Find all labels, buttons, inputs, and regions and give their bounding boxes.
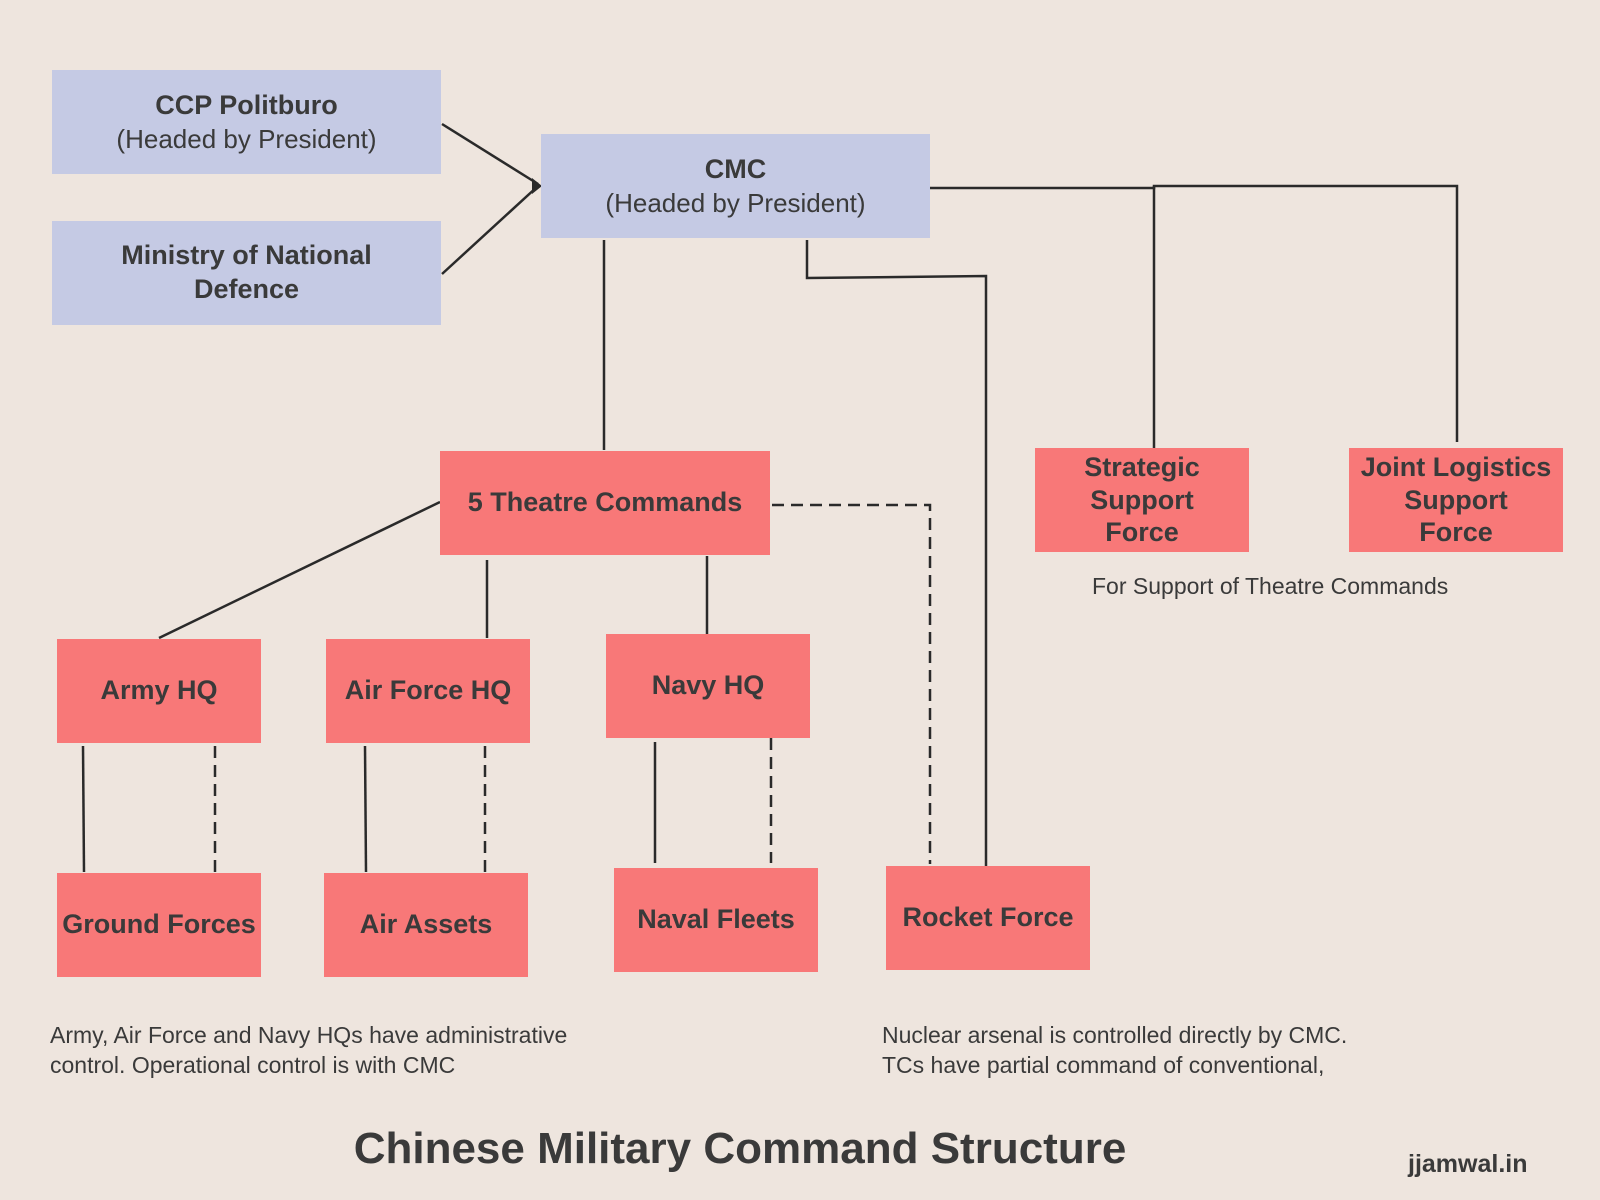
cmc-sub: (Headed by President) (605, 187, 866, 218)
theatre-commands-name: 5 Theatre Commands (467, 487, 743, 518)
link-airforce-air-solid (363, 745, 368, 873)
admin-control-note: Army, Air Force and Navy HQs have admini… (50, 1021, 567, 1081)
ssf-line3: Force (1105, 517, 1179, 548)
nuclear-note-line1: Nuclear arsenal is controlled directly b… (882, 1022, 1348, 1048)
ssf-line2: Support (1090, 484, 1194, 515)
link-cmc-jlsf (930, 184, 1459, 442)
ccp-politburo-name: CCP Politburo (155, 89, 338, 120)
node-army-hq: Army HQ (57, 639, 261, 743)
link-cmc-rocket (805, 240, 988, 866)
node-air-force-hq: Air Force HQ (326, 639, 530, 743)
support-note: For Support of Theatre Commands (1092, 573, 1449, 599)
node-theatre-commands: 5 Theatre Commands (440, 451, 770, 555)
ground-forces-name: Ground Forces (62, 909, 256, 940)
diagram-title: Chinese Military Command Structure (353, 1124, 1127, 1173)
naval-fleets-name: Naval Fleets (637, 904, 795, 935)
link-ccp-cmc (441, 122, 539, 186)
node-ccp-politburo: CCP Politburo (Headed by President) (52, 70, 441, 174)
node-navy-hq: Navy HQ (606, 634, 810, 738)
navy-hq-name: Navy HQ (651, 670, 765, 701)
rocket-force-name: Rocket Force (902, 902, 1074, 933)
node-ministry-defence: Ministry of National Defence (52, 221, 441, 325)
site-watermark: jjamwal.in (1408, 1150, 1528, 1178)
node-joint-logistics-support-force: Joint Logistics Support Force (1349, 448, 1563, 552)
admin-note-line2: control. Operational control is with CMC (50, 1051, 456, 1078)
ccp-politburo-sub: (Headed by President) (116, 123, 377, 154)
node-air-assets: Air Assets (324, 873, 528, 977)
node-cmc: CMC (Headed by President) (541, 134, 930, 238)
nuclear-control-note: Nuclear arsenal is controlled directly b… (882, 1021, 1347, 1081)
admin-note-line1: Army, Air Force and Navy HQs have admini… (50, 1022, 568, 1048)
link-mnd-cmc (441, 185, 539, 275)
jlsf-line1: Joint Logistics (1360, 451, 1552, 482)
link-army-ground-solid (81, 745, 86, 873)
node-ground-forces: Ground Forces (57, 873, 261, 977)
nuclear-note-line2: TCs have partial command of conventional… (882, 1051, 1325, 1078)
node-naval-fleets: Naval Fleets (614, 868, 818, 972)
link-theatre-rocket-dashed (772, 503, 932, 864)
army-hq-name: Army HQ (100, 675, 218, 706)
link-theatre-army (158, 500, 441, 640)
ministry-line2: Defence (193, 274, 300, 304)
air-assets-name: Air Assets (359, 909, 493, 940)
node-strategic-support-force: Strategic Support Force (1035, 448, 1249, 552)
ssf-line1: Strategic (1084, 451, 1200, 482)
jlsf-line3: Force (1419, 517, 1493, 548)
cmc-name: CMC (704, 153, 767, 184)
jlsf-line2: Support (1404, 484, 1508, 515)
ministry-line1: Ministry of National (121, 240, 372, 271)
air-force-hq-name: Air Force HQ (344, 675, 512, 706)
arrow-head (532, 178, 542, 194)
node-rocket-force: Rocket Force (886, 866, 1090, 970)
